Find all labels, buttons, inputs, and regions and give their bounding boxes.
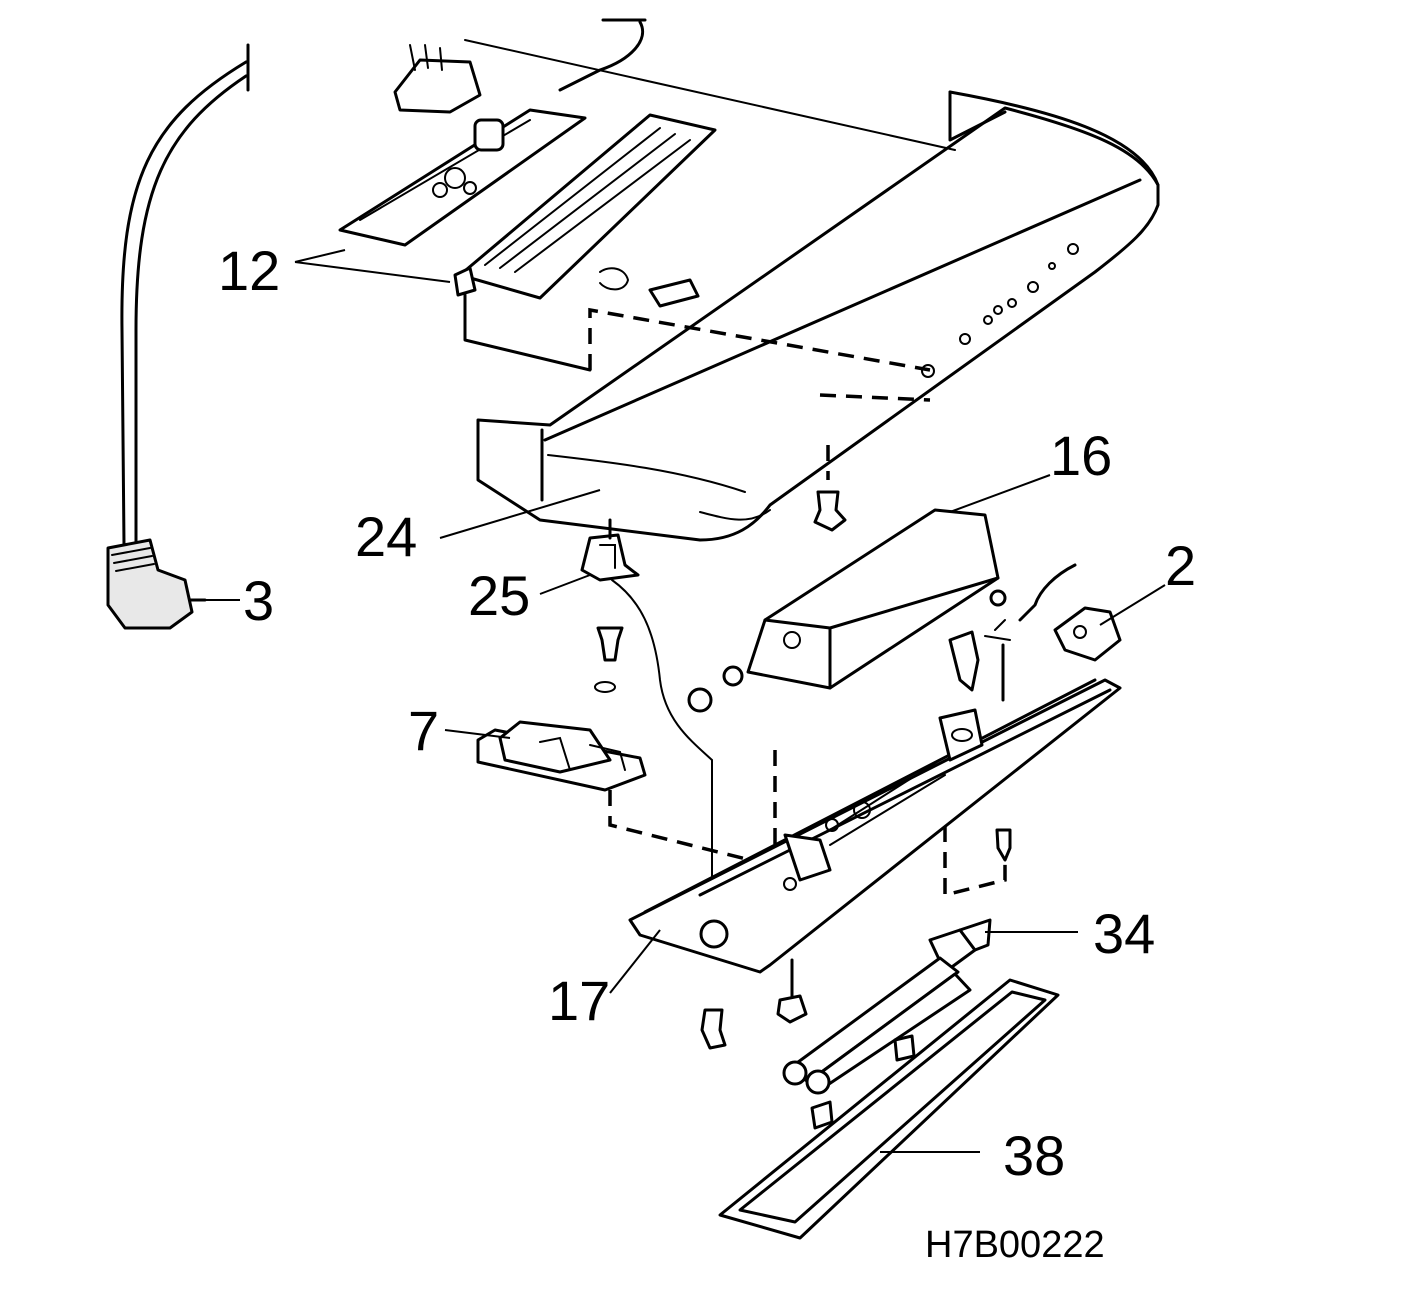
diffuser-cover [718,978,1060,1240]
terminal-block [984,563,1122,702]
control-buttons-row [921,243,1079,378]
callout-leaders [200,249,1166,1153]
callout-12: 12 [218,239,280,302]
callout-16: 16 [1050,424,1112,487]
callout-2: 2 [1165,534,1196,597]
callout-38: 38 [1003,1124,1065,1187]
control-pcb-assembly [338,108,717,308]
callout-7: 7 [408,699,439,762]
top-wiring [393,18,956,151]
lamp-holder [580,518,713,931]
callout-17: 17 [548,969,610,1032]
ballast-screw [594,626,624,693]
hood-body [476,90,1160,542]
callout-34: 34 [1093,902,1155,965]
light-tray [628,630,1122,974]
callout-24: 24 [355,505,417,568]
light-housing [687,508,1000,713]
callout-3: 3 [243,569,274,632]
drawing-code: H7B00222 [925,1224,1105,1266]
callout-25: 25 [468,564,530,627]
ballast [476,720,647,792]
fluorescent-lamp [782,918,992,1095]
tray-screws [700,828,1012,1050]
power-cord-plug [106,43,250,630]
hood-screw [813,445,847,532]
